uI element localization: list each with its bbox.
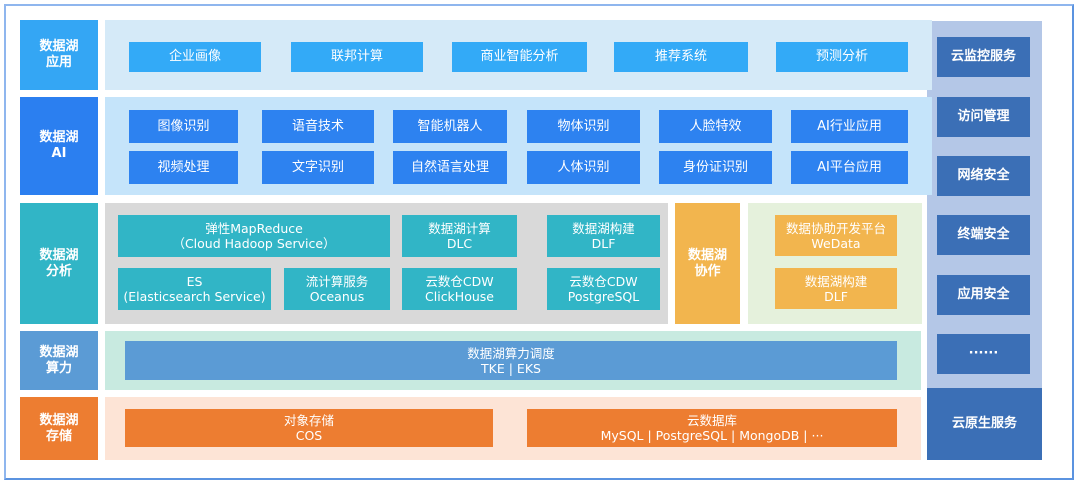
ai-item: 智能机器人	[393, 110, 507, 143]
ai-item: 人脸特效	[659, 110, 772, 143]
ai-item: 人体识别	[527, 151, 640, 184]
box-title: 自然语言处理	[410, 159, 489, 175]
box-title: 数据湖算力调度	[467, 345, 555, 361]
ai-item: 语音技术	[262, 110, 374, 143]
box-title: 弹性MapReduce	[205, 221, 303, 236]
app-item: 预测分析	[776, 42, 908, 72]
ai-item: 视频处理	[129, 151, 238, 184]
box-title: 人脸特效	[689, 118, 742, 134]
box-title: 数据湖构建	[572, 221, 635, 236]
layer-label-ai: 数据湖 AI	[20, 97, 98, 195]
box-title: 数据湖 协作	[687, 247, 727, 279]
box-subtitle: MySQL | PostgreSQL | MongoDB | ···	[600, 428, 824, 443]
box-title: 流计算服务	[305, 274, 369, 289]
layer-label-storage: 数据湖 存储	[20, 397, 98, 460]
layer-label-compute: 数据湖 算力	[20, 331, 98, 390]
box-title: 访问管理	[957, 109, 1010, 125]
box-title: 语音技术	[291, 118, 344, 134]
box-title: 云数仓CDW	[425, 274, 494, 289]
box-title: 预测分析	[815, 49, 868, 65]
box-title: AI平台应用	[817, 159, 882, 175]
box-title: 物体识别	[557, 118, 610, 134]
app-item: 推荐系统	[614, 42, 748, 72]
box-title: 人体识别	[557, 159, 610, 175]
box-title: ······	[968, 346, 999, 362]
ai-item: 文字识别	[262, 151, 374, 184]
box-subtitle: DLC	[446, 236, 473, 251]
side-item: 云监控服务	[937, 37, 1030, 77]
app-item: 商业智能分析	[452, 42, 587, 72]
box-title: 智能机器人	[417, 118, 483, 134]
box-subtitle: DLF	[824, 288, 848, 304]
side-item: 终端安全	[937, 215, 1030, 255]
box-title: ES	[186, 274, 203, 289]
box-subtitle: (Elasticsearch Service)	[123, 289, 266, 304]
box-title: 数据湖 算力	[39, 344, 79, 376]
box-title: 云监控服务	[950, 49, 1016, 65]
box-title: AI行业应用	[817, 118, 882, 134]
ai-item: 自然语言处理	[393, 151, 507, 184]
box-title: 对象存储	[283, 413, 334, 428]
box-title: 数据湖 存储	[39, 412, 79, 444]
side-item: ······	[937, 334, 1030, 374]
analysis-item: ES(Elasticsearch Service)	[118, 268, 271, 310]
box-subtitle: （Cloud Hadoop Service）	[172, 236, 336, 251]
side-item: 访问管理	[937, 97, 1030, 137]
box-subtitle: PostgreSQL	[567, 289, 640, 304]
box-title: 图像识别	[157, 118, 210, 134]
layer-label-app: 数据湖 应用	[20, 20, 98, 90]
ai-item: AI平台应用	[791, 151, 908, 184]
side-bottom-item: 云原生服务	[927, 388, 1042, 460]
box-subtitle: WeData	[811, 235, 861, 251]
box-title: 应用安全	[957, 287, 1010, 303]
box-title: 终端安全	[957, 227, 1010, 243]
layer-label-analysis: 数据湖 分析	[20, 203, 98, 324]
box-subtitle: DLF	[591, 236, 616, 251]
box-subtitle: TKE | EKS	[481, 360, 541, 376]
box-title: 联邦计算	[330, 49, 383, 65]
box-title: 企业画像	[168, 49, 221, 65]
box-title: 数据湖计算	[428, 221, 491, 236]
ai-item: 身份证识别	[659, 151, 772, 184]
analysis-item: 弹性MapReduce（Cloud Hadoop Service）	[118, 215, 390, 257]
app-item: 企业画像	[129, 42, 261, 72]
side-panel	[927, 21, 1042, 391]
box-title: 文字识别	[291, 159, 344, 175]
box-title: 数据湖 分析	[39, 247, 79, 279]
ai-item: AI行业应用	[791, 110, 908, 143]
box-subtitle: COS	[295, 428, 323, 443]
box-title: 数据协助开发平台	[785, 220, 886, 236]
box-subtitle: Oceanus	[309, 289, 365, 304]
box-title: 云原生服务	[951, 416, 1017, 432]
box-title: 身份证识别	[682, 159, 748, 175]
ai-item: 图像识别	[129, 110, 238, 143]
box-title: 云数据库	[686, 413, 737, 428]
ai-item: 物体识别	[527, 110, 640, 143]
box-subtitle: ClickHouse	[425, 289, 494, 304]
box-title: 网络安全	[957, 168, 1010, 184]
box-title: 数据湖 AI	[39, 130, 79, 161]
box-title: 数据湖构建	[804, 273, 868, 289]
box-title: 商业智能分析	[480, 49, 559, 65]
box-title: 视频处理	[157, 159, 210, 175]
side-item: 应用安全	[937, 275, 1030, 315]
app-item: 联邦计算	[291, 42, 423, 72]
box-title: 云数仓CDW	[569, 274, 638, 289]
box-title: 数据湖 应用	[39, 39, 79, 70]
side-item: 网络安全	[937, 156, 1030, 196]
box-title: 推荐系统	[654, 49, 707, 65]
layer-label-collab: 数据湖 协作	[675, 203, 740, 324]
